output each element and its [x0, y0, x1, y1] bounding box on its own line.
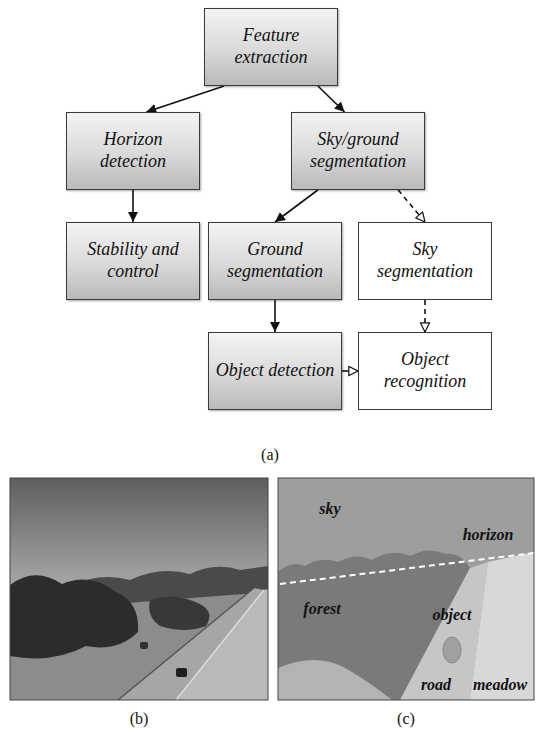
- flow-arrow: [424, 300, 426, 332]
- segmentation-frame: [278, 478, 534, 700]
- process-box: Feature extraction: [204, 8, 338, 86]
- horizon-line: [280, 553, 534, 584]
- panel-caption: (b): [130, 710, 149, 728]
- meadow-region: [470, 552, 534, 700]
- region-label: sky: [319, 500, 340, 518]
- forest-clearing: [278, 660, 392, 700]
- flow-arrow: [275, 190, 318, 222]
- box-label: Object detection: [210, 360, 340, 382]
- box-label: Horizon detection: [67, 129, 199, 172]
- region-label: object: [432, 606, 471, 624]
- photo-road-edge: [118, 588, 254, 700]
- optional-process-box: Sky segmentation: [358, 222, 492, 300]
- process-box: Object detection: [208, 332, 342, 410]
- photo-sky: [10, 478, 268, 700]
- flow-arrow: [342, 370, 358, 372]
- flow-arrow: [318, 86, 345, 112]
- photo-tree-clump: [149, 597, 209, 630]
- box-label: Sky/ground segmentation: [292, 129, 424, 172]
- sky-region: [278, 478, 534, 700]
- flow-arrow: [132, 190, 134, 222]
- panel-caption: (c): [397, 710, 415, 728]
- aerial-photo: [10, 478, 268, 700]
- process-box: Stability and control: [66, 222, 200, 300]
- box-label: Sky segmentation: [359, 239, 491, 282]
- region-label: horizon: [463, 526, 514, 544]
- flow-arrow: [146, 86, 224, 112]
- process-box: Horizon detection: [66, 112, 200, 190]
- region-label: meadow: [473, 676, 527, 694]
- process-box: Ground segmentation: [208, 222, 342, 300]
- photo-car: [176, 668, 187, 677]
- box-label: Stability and control: [67, 239, 199, 282]
- photo-near-trees: [10, 575, 138, 658]
- box-label: Ground segmentation: [209, 239, 341, 282]
- photo-road-edge: [176, 590, 264, 700]
- region-label: road: [421, 676, 451, 694]
- optional-process-box: Object recognition: [358, 332, 492, 410]
- panel-caption: (a): [261, 446, 279, 464]
- photo-car: [140, 642, 148, 649]
- object-blob: [443, 637, 461, 663]
- box-label: Object recognition: [359, 349, 491, 392]
- region-label: forest: [303, 600, 340, 618]
- photo-frame: [10, 478, 268, 700]
- process-box: Sky/ground segmentation: [291, 112, 425, 190]
- flow-arrow: [274, 300, 276, 332]
- flow-arrow: [398, 190, 425, 222]
- photo-meadow: [176, 589, 268, 700]
- segmentation-map: [278, 478, 534, 700]
- box-label: Feature extraction: [205, 25, 337, 68]
